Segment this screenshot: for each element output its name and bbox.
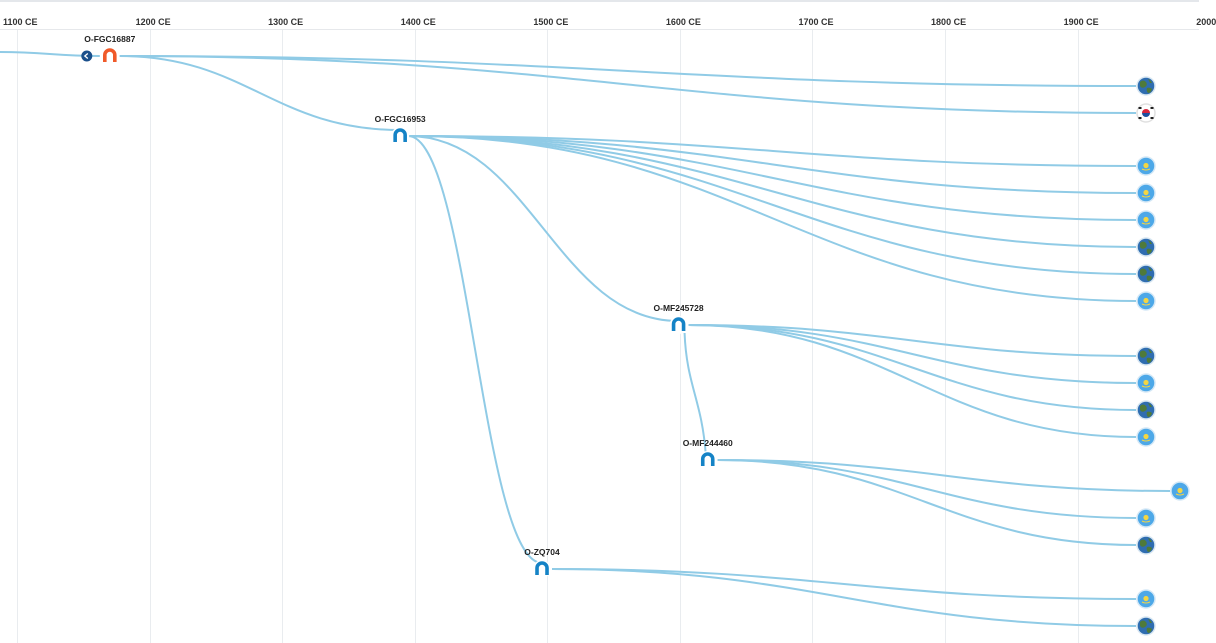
south-korea-flag-icon[interactable] bbox=[1136, 103, 1156, 123]
kazakhstan-flag-icon[interactable] bbox=[1136, 291, 1156, 311]
tree-edge-leaf bbox=[688, 324, 1137, 411]
axis-gridline bbox=[17, 30, 18, 643]
tree-edge-leaf bbox=[552, 568, 1137, 627]
tree-edge-leaf bbox=[688, 324, 1137, 384]
tree-edge bbox=[408, 135, 679, 322]
tree-nodes: O-FGC16887O-FGC16953O-MF245728O-MF244460… bbox=[84, 34, 733, 578]
globe-icon[interactable] bbox=[1136, 616, 1156, 636]
tree-edge-leaf bbox=[688, 324, 1137, 438]
tree-edge-leaf bbox=[119, 55, 1137, 114]
tree-edge-leaf bbox=[410, 135, 1137, 221]
tree-edge-leaf bbox=[717, 459, 1171, 492]
tree-edge-leaf bbox=[119, 55, 1137, 87]
axis-tick-label: 2000 bbox=[1196, 17, 1216, 27]
kazakhstan-flag-icon[interactable] bbox=[1136, 183, 1156, 203]
globe-icon[interactable] bbox=[1136, 264, 1156, 284]
axis-tick-label: 1100 CE bbox=[3, 17, 38, 27]
axis-tick-label: 1600 CE bbox=[665, 17, 701, 27]
node-label: O-FGC16887 bbox=[84, 34, 135, 44]
node-label: O-FGC16953 bbox=[375, 114, 426, 124]
globe-icon[interactable] bbox=[1136, 400, 1156, 420]
tree-edge bbox=[408, 135, 543, 564]
axis-tick-label: 1800 CE bbox=[931, 17, 967, 27]
tree-edge-leaf bbox=[717, 459, 1137, 519]
axis-gridline bbox=[679, 30, 681, 643]
branch-node-icon bbox=[700, 452, 715, 466]
tree-edge-leaf bbox=[410, 135, 1137, 167]
axis-tick-label: 1400 CE bbox=[400, 17, 436, 27]
tree-edge bbox=[683, 332, 707, 455]
tree-edge-leaf bbox=[410, 135, 1137, 248]
tree-edge bbox=[119, 55, 401, 131]
axis-tick-label: 1300 CE bbox=[268, 17, 304, 27]
axis-tick-label: 1900 CE bbox=[1063, 17, 1099, 27]
axis-tick-label: 1500 CE bbox=[533, 17, 569, 27]
tree-edge-leaf bbox=[552, 568, 1137, 600]
axis-gridline bbox=[414, 30, 416, 643]
axis-gridline bbox=[1077, 30, 1079, 643]
axis-gridline bbox=[945, 30, 947, 643]
axis-gridline bbox=[282, 30, 284, 643]
tree-leaves bbox=[1136, 76, 1190, 636]
axis-gridline bbox=[547, 30, 549, 643]
haplogroup-node-root[interactable]: O-FGC16887 bbox=[84, 34, 136, 65]
timeline-axis: 1100 CE 1200 CE 1300 CE 1400 CE 1500 CE 1600 … bbox=[0, 0, 1216, 30]
branch-node-icon bbox=[535, 561, 549, 575]
tree-nav bbox=[81, 50, 93, 62]
haplogroup-node-n1[interactable]: O-FGC16953 bbox=[375, 114, 426, 145]
back-arrow-icon[interactable] bbox=[81, 50, 93, 62]
branch-node-icon bbox=[393, 128, 407, 142]
axis-gridline bbox=[149, 30, 151, 643]
tree-edge-leaf bbox=[410, 135, 1137, 194]
kazakhstan-flag-icon[interactable] bbox=[1136, 589, 1156, 609]
haplogroup-node-n4[interactable]: O-ZQ704 bbox=[524, 547, 560, 578]
kazakhstan-flag-icon[interactable] bbox=[1136, 210, 1156, 230]
tree-edge-leaf bbox=[717, 459, 1137, 546]
haplogroup-node-n3[interactable]: O-MF244460 bbox=[683, 438, 733, 469]
node-label: O-MF244460 bbox=[683, 438, 733, 448]
tree-edge-leaf bbox=[688, 324, 1137, 357]
kazakhstan-flag-icon[interactable] bbox=[1136, 427, 1156, 447]
axis-gridline bbox=[812, 30, 814, 643]
node-label: O-ZQ704 bbox=[524, 547, 560, 557]
node-label: O-MF245728 bbox=[654, 303, 704, 313]
globe-icon[interactable] bbox=[1136, 237, 1156, 257]
globe-icon[interactable] bbox=[1136, 346, 1156, 366]
kazakhstan-flag-icon[interactable] bbox=[1170, 481, 1190, 501]
kazakhstan-flag-icon[interactable] bbox=[1136, 373, 1156, 393]
axis-tick-label: 1700 CE bbox=[798, 17, 834, 27]
globe-icon[interactable] bbox=[1136, 535, 1156, 555]
kazakhstan-flag-icon[interactable] bbox=[1136, 156, 1156, 176]
haplogroup-node-n2[interactable]: O-MF245728 bbox=[654, 303, 704, 334]
branch-node-icon bbox=[671, 317, 686, 331]
globe-icon[interactable] bbox=[1136, 76, 1156, 96]
kazakhstan-flag-icon[interactable] bbox=[1136, 508, 1156, 528]
tree-edge-leaf bbox=[410, 135, 1137, 275]
axis-tick-label: 1200 CE bbox=[135, 17, 171, 27]
tree-edges bbox=[0, 51, 1171, 627]
branch-node-icon bbox=[103, 48, 117, 62]
tree-edge-leaf bbox=[410, 135, 1137, 302]
